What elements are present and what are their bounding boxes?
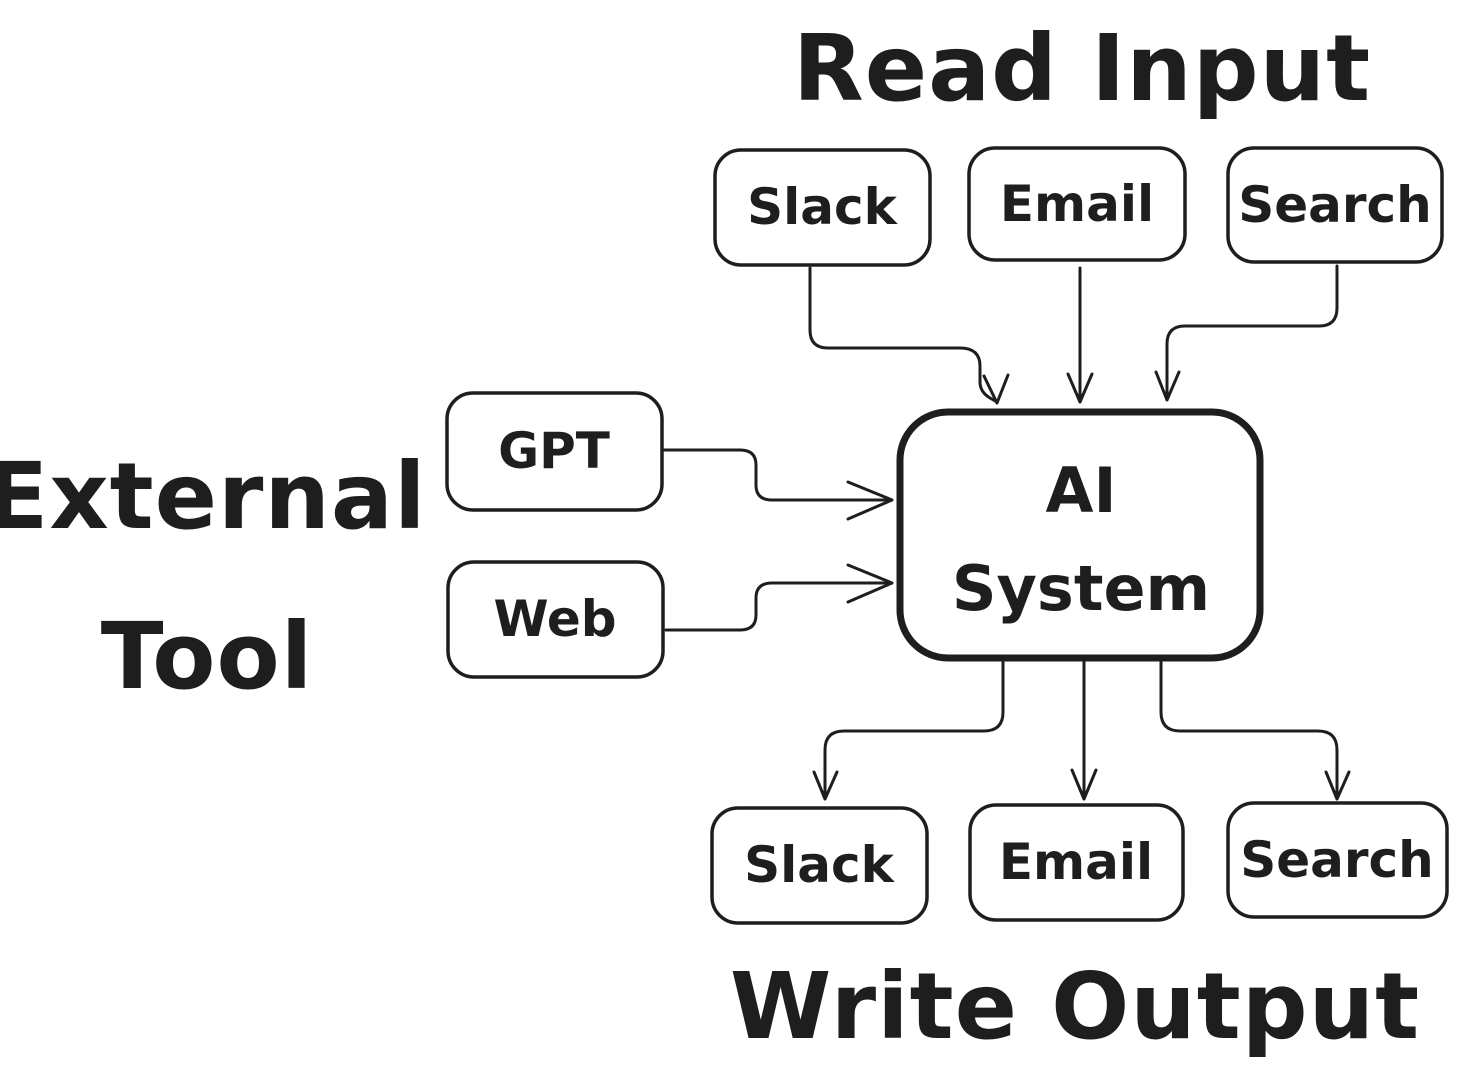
arrow-ai-to-search bbox=[1159, 659, 1351, 801]
arrow-search-to-ai bbox=[1154, 264, 1339, 402]
arrow-gpt-to-ai bbox=[662, 448, 894, 521]
external-node-gpt-box bbox=[445, 391, 664, 512]
external-node-web-box bbox=[446, 560, 665, 679]
arrow-ai-to-slack bbox=[812, 659, 1005, 801]
arrow-ai-to-email bbox=[1070, 659, 1098, 801]
input-node-search-box bbox=[1226, 146, 1444, 264]
output-node-search-box bbox=[1226, 801, 1449, 919]
output-node-slack-label: Slack bbox=[744, 836, 896, 894]
external-node-web-label: Web bbox=[493, 590, 616, 648]
input-node-email-label: Email bbox=[1000, 175, 1154, 233]
output-node-search-label: Search bbox=[1240, 831, 1434, 889]
output-node-slack-box bbox=[710, 806, 929, 925]
arrow-email-to-ai bbox=[1066, 266, 1094, 404]
write-output-title: Write Output bbox=[730, 953, 1420, 1060]
ai-system-label-line2: System bbox=[952, 552, 1210, 625]
input-node-email-box bbox=[967, 146, 1187, 262]
ai-system-label-line1: AI bbox=[1045, 454, 1116, 527]
external-node-gpt-label: GPT bbox=[498, 422, 610, 480]
output-node-email-box bbox=[968, 803, 1185, 922]
output-node-email-label: Email bbox=[999, 833, 1153, 891]
input-node-slack-label: Slack bbox=[747, 178, 899, 236]
external-tool-title-line1: External bbox=[0, 443, 427, 550]
arrow-web-to-ai bbox=[664, 563, 894, 632]
input-node-search-label: Search bbox=[1238, 176, 1432, 234]
read-input-title: Read Input bbox=[793, 15, 1371, 122]
arrow-slack-to-ai bbox=[808, 266, 1010, 405]
ai-system-box bbox=[896, 408, 1264, 662]
external-tool-title-line2: Tool bbox=[101, 603, 313, 710]
input-node-slack-box bbox=[713, 148, 932, 267]
